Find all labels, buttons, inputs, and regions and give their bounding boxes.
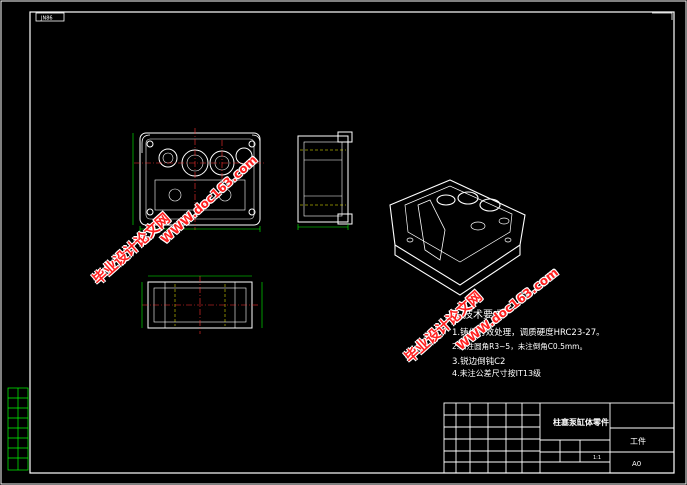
tech-requirement-3: 3.锐边倒钝C2 — [452, 357, 506, 367]
drawing-frame — [29, 11, 675, 474]
corner-tag-text: JN86 — [40, 16, 53, 22]
side-view — [297, 131, 353, 225]
scale-value: 1:1 — [593, 455, 601, 461]
title-block — [443, 402, 675, 474]
sheet-size: A0 — [632, 460, 641, 468]
left-revision-strip — [7, 387, 29, 471]
tech-requirement-4: 4.未注公差尺寸按IT13级 — [452, 369, 542, 378]
corner-marker — [652, 12, 673, 20]
tech-requirement-2: 2.未注圆角R3~5，未注倒角C0.5mm。 — [452, 342, 587, 351]
part-name: 柱塞泵缸体零件 — [553, 417, 609, 427]
front-view-dimensions — [132, 133, 261, 232]
section-view-dimensions — [141, 275, 263, 328]
side-view-hidden-lines — [300, 149, 346, 206]
corner-tag: JN86 — [35, 12, 65, 22]
tech-requirement-1: 1.铸件时效处理，调质硬度HRC23-27。 — [452, 328, 605, 338]
section-view-centerlines — [142, 276, 258, 334]
tech-requirements-title: 技术要求 — [463, 310, 503, 321]
isometric-view — [389, 179, 526, 296]
material-label: 工件 — [630, 436, 646, 446]
front-view-centerlines — [134, 128, 266, 230]
side-view-dimensions — [297, 224, 349, 230]
